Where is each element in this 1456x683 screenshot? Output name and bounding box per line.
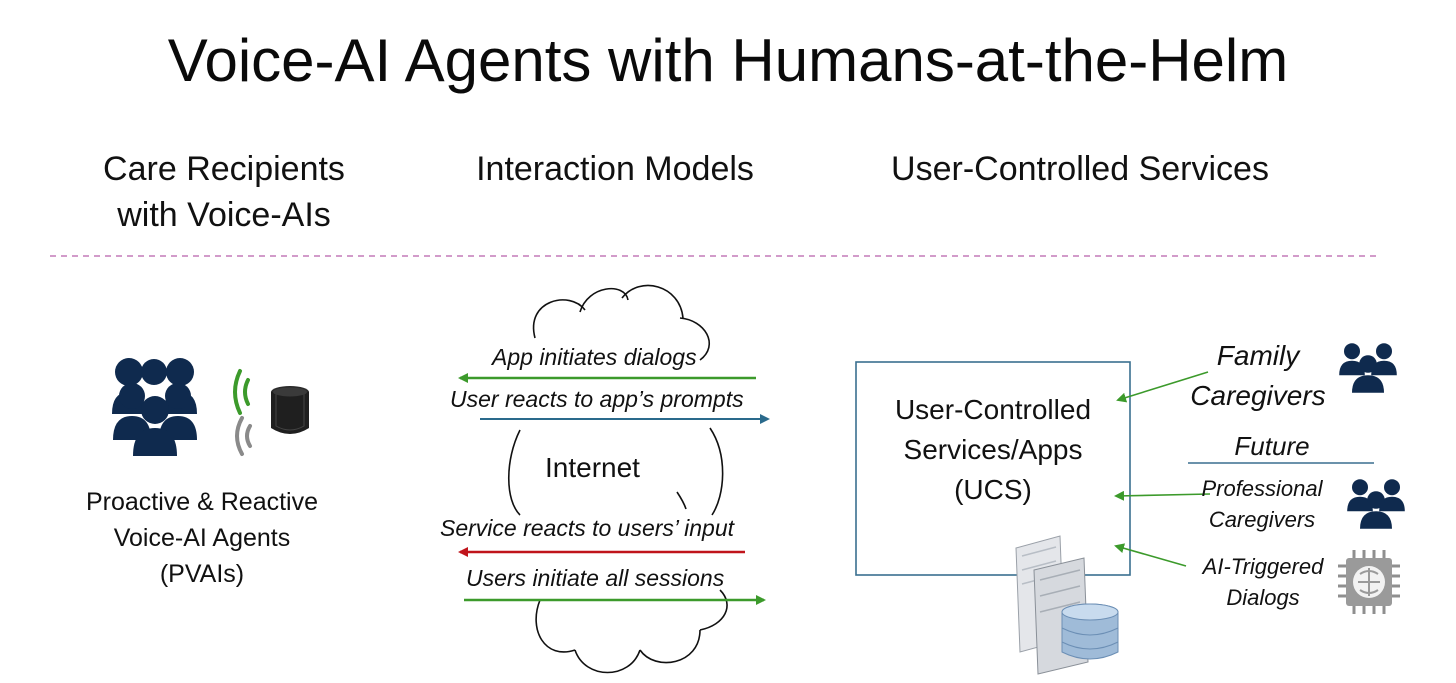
family-caregivers-line: Family	[1216, 340, 1300, 371]
app-initiates-label: App initiates dialogs	[492, 344, 697, 370]
users-initiate-label: Users initiate all sessions	[466, 565, 725, 591]
smart-speaker-icon	[271, 386, 309, 434]
ai-triggered-dialogs-label: AI-Triggered Dialogs	[1186, 551, 1340, 613]
column-heading-care-recipients: Care Recipients with Voice-AIs	[44, 146, 404, 238]
professional-caregivers-line: Caregivers	[1208, 507, 1316, 532]
pvai-label-line: Voice-AI Agents	[113, 524, 291, 552]
column-heading-interaction-models: Interaction Models	[476, 150, 754, 188]
ai-triggered-dialogs-line: AI-Triggered	[1202, 554, 1324, 579]
column-heading-line: Care Recipients	[103, 150, 345, 188]
pvai-label-line: Proactive & Reactive	[85, 488, 319, 516]
ucs-label: User-Controlled Services/Apps (UCS)	[862, 390, 1124, 510]
professional-caregivers-label: Professional Caregivers	[1186, 473, 1338, 535]
people-group-icon	[112, 358, 197, 456]
people-group-icon	[1339, 343, 1397, 393]
pvai-label: Proactive & Reactive Voice-AI Agents (PV…	[60, 484, 344, 592]
arrow-family-to-ucs	[1116, 371, 1209, 403]
ucs-label-line: Services/Apps	[903, 434, 1083, 465]
ucs-box	[855, 361, 1131, 576]
arrow-ai-to-ucs	[1114, 543, 1187, 567]
ai-chip-icon	[1338, 550, 1400, 614]
user-reacts-label: User reacts to app’s prompts	[450, 386, 744, 412]
ucs-label-line: User-Controlled	[894, 394, 1092, 425]
ai-triggered-dialogs-line: Dialogs	[1226, 585, 1300, 610]
ucs-label-line: (UCS)	[954, 474, 1032, 505]
wireless-signal-icon	[233, 369, 252, 456]
column-heading-user-controlled-services: User-Controlled Services	[891, 150, 1269, 188]
professional-caregivers-line: Professional	[1201, 476, 1323, 501]
service-reacts-label: Service reacts to users’ input	[440, 515, 735, 541]
internet-label: Internet	[545, 452, 640, 483]
family-caregivers-line: Caregivers	[1190, 380, 1326, 411]
pvai-label-line: (PVAIs)	[159, 560, 245, 588]
page-title: Voice-AI Agents with Humans-at-the-Helm	[167, 27, 1289, 94]
family-caregivers-label: Family Caregivers	[1176, 336, 1340, 416]
arrow-professional-to-ucs	[1114, 490, 1211, 501]
server-database-icon	[1015, 535, 1119, 675]
people-group-icon	[1347, 479, 1405, 529]
internet-cloud	[507, 284, 728, 674]
future-label: Future	[1234, 431, 1310, 461]
column-heading-line: with Voice-AIs	[117, 196, 331, 234]
